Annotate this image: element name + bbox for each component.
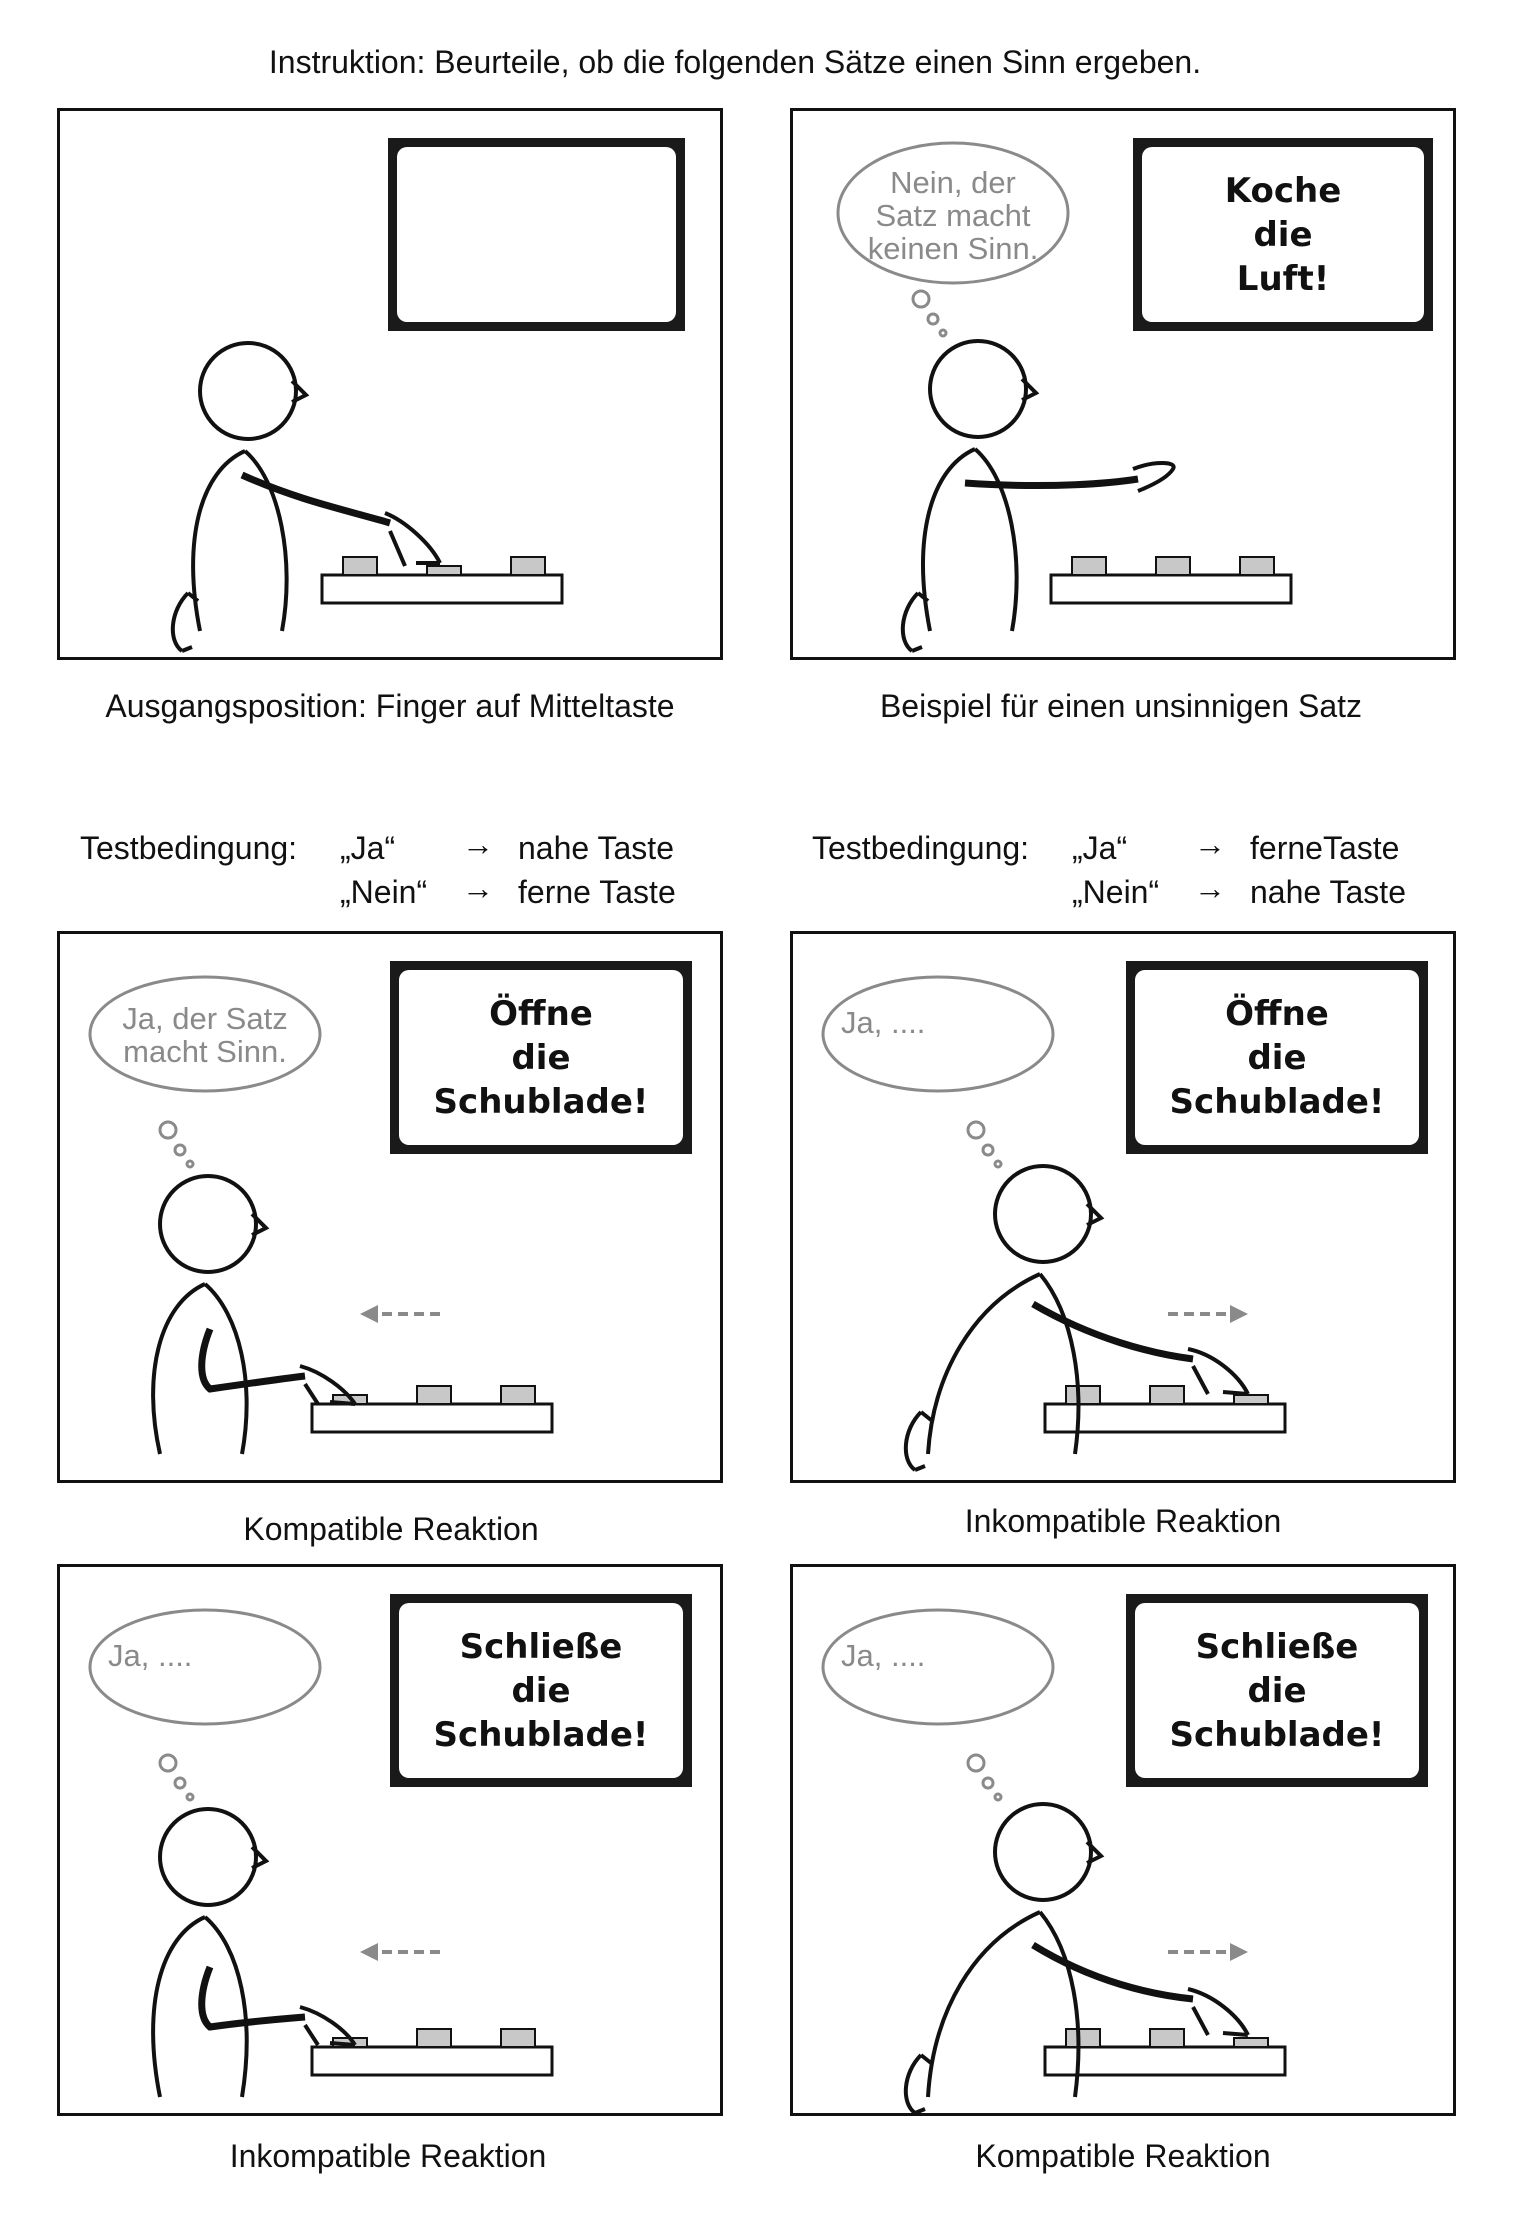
figure-scene — [170, 341, 564, 653]
keyboard — [1043, 2045, 1287, 2077]
keyboard — [1049, 573, 1293, 605]
display-screen: Öffne die Schublade! — [390, 961, 692, 1154]
key-near — [1065, 1385, 1101, 1405]
thought-bubble — [821, 975, 1055, 1093]
thought-text: Ja, .... — [841, 1005, 926, 1040]
key-far — [510, 556, 546, 576]
thought-text: Ja, .... — [841, 1638, 926, 1673]
pointing-hand — [384, 511, 442, 567]
head — [928, 339, 1028, 439]
figure-scene — [88, 1608, 554, 2098]
panel-middle-right: Ja, .... Öffne die Schublade! — [790, 931, 1456, 1483]
caption-panel1: Ausgangsposition: Finger auf Mitteltaste — [105, 688, 675, 724]
key-middle — [426, 565, 462, 576]
thought-bubble — [88, 975, 322, 1093]
key-middle — [1149, 2028, 1185, 2048]
display-screen: Schließe die Schublade! — [390, 1594, 692, 1787]
head — [198, 341, 298, 441]
head — [158, 1174, 258, 1274]
pointing-hand — [1187, 1987, 1250, 2037]
panel-bottom-right: Ja, .... Schließe die Schublade! — [790, 1564, 1456, 2116]
key-middle — [1155, 556, 1191, 576]
key-middle — [416, 1385, 452, 1405]
display-screen: Koche die Luft! — [1133, 138, 1433, 331]
figure-scene — [88, 975, 554, 1455]
nose — [1085, 1840, 1105, 1865]
pointing-hand — [299, 2005, 357, 2047]
panel-start-position — [57, 108, 723, 660]
nose — [250, 1845, 270, 1870]
key-far — [1239, 556, 1275, 576]
caption-bottom-left: Inkompatible Reaktion — [229, 2138, 547, 2174]
figure-scene — [836, 141, 1293, 653]
caption-middle-right: Inkompatible Reaktion — [964, 1503, 1282, 1539]
thought-bubble — [88, 1608, 322, 1726]
key-far — [1233, 2037, 1269, 2048]
nose — [1020, 377, 1040, 402]
display-screen: Öffne die Schublade! — [1126, 961, 1428, 1154]
figure-scene — [821, 1608, 1287, 2113]
keyboard — [320, 573, 564, 605]
figure-scene — [821, 975, 1287, 1472]
instruction-text: Instruktion: Beurteile, ob die folgenden… — [268, 44, 1202, 80]
nose — [290, 379, 310, 404]
pointing-hand — [1187, 1347, 1250, 1396]
thought-text: Ja, der Satz macht Sinn. — [122, 1001, 288, 1069]
thought-text: Ja, .... — [108, 1638, 193, 1673]
key-far — [500, 2028, 536, 2048]
nose — [1085, 1202, 1105, 1227]
display-screen: Schließe die Schublade! — [1126, 1594, 1428, 1787]
nose — [250, 1212, 270, 1237]
caption-bottom-right: Kompatible Reaktion — [975, 2138, 1271, 2174]
thought-bubble — [821, 1608, 1055, 1726]
key-near — [1071, 556, 1107, 576]
thought-bubble — [836, 141, 1070, 285]
keyboard — [1043, 1402, 1287, 1434]
head — [993, 1802, 1093, 1902]
key-near — [1065, 2028, 1101, 2048]
thought-text: Nein, der Satz macht keinen Sinn. — [867, 165, 1039, 266]
key-far — [500, 1385, 536, 1405]
key-middle — [416, 2028, 452, 2048]
head — [993, 1164, 1093, 1264]
panel-middle-left: Ja, der Satz macht Sinn. Öffne die Schub… — [57, 931, 723, 1483]
head — [158, 1807, 258, 1907]
caption-middle-left: Kompatible Reaktion — [243, 1511, 539, 1547]
key-middle — [1149, 1385, 1185, 1405]
caption-panel2: Beispiel für einen unsinnigen Satz — [879, 688, 1363, 724]
key-near — [342, 556, 378, 576]
pointing-hand — [1132, 461, 1176, 493]
panel-nonsense-example: Nein, der Satz macht keinen Sinn. Koche … — [790, 108, 1456, 660]
pointing-hand — [299, 1364, 357, 1406]
keyboard — [310, 2045, 554, 2077]
keyboard — [310, 1402, 554, 1434]
display-screen — [388, 138, 685, 331]
key-far — [1233, 1394, 1269, 1405]
panel-bottom-left: Ja, .... Schließe die Schublade! — [57, 1564, 723, 2116]
